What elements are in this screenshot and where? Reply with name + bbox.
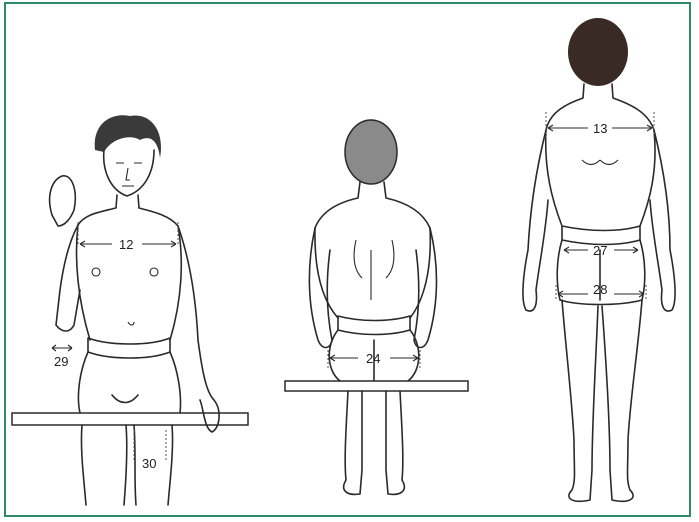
seated-front-figure: 12 29 30 (12, 115, 248, 505)
shorts (78, 352, 180, 413)
waistband (88, 338, 170, 358)
neck-shoulders (78, 195, 178, 226)
neck-shoulders-back (315, 182, 430, 228)
forearm-arrow (52, 345, 72, 351)
standing-back-figure: 13 27 28 (523, 18, 675, 501)
head-dark (568, 18, 628, 86)
measure-27-label: 27 (593, 243, 607, 258)
waistband-back (338, 316, 410, 335)
back-torso (315, 228, 430, 318)
legs-standing (562, 300, 642, 501)
seated-back-figure: 24 (285, 120, 468, 494)
measure-28-label: 28 (593, 282, 607, 297)
legs-back (344, 391, 405, 494)
waistband-standing (562, 226, 640, 245)
left-arm-back (309, 228, 332, 348)
lower-arm (178, 226, 219, 432)
facial-features (116, 163, 142, 186)
shoulder-blades (582, 160, 618, 165)
measure-12-label: 12 (119, 237, 133, 252)
measure-24-label: 24 (366, 351, 380, 366)
measure-30-label: 30 (142, 456, 156, 471)
standing-torso (546, 130, 655, 226)
bench-front (12, 413, 248, 425)
back-details (354, 240, 394, 300)
face (104, 150, 154, 196)
bench-back (285, 381, 468, 391)
head-grey (345, 120, 397, 184)
lower-legs (81, 425, 172, 505)
measure-29-label: 29 (54, 354, 68, 369)
right-arm-standing (650, 130, 675, 311)
left-arm-standing (523, 130, 548, 311)
measure-13-label: 13 (593, 121, 607, 136)
raised-hand (50, 176, 76, 226)
chest-details (92, 268, 158, 325)
